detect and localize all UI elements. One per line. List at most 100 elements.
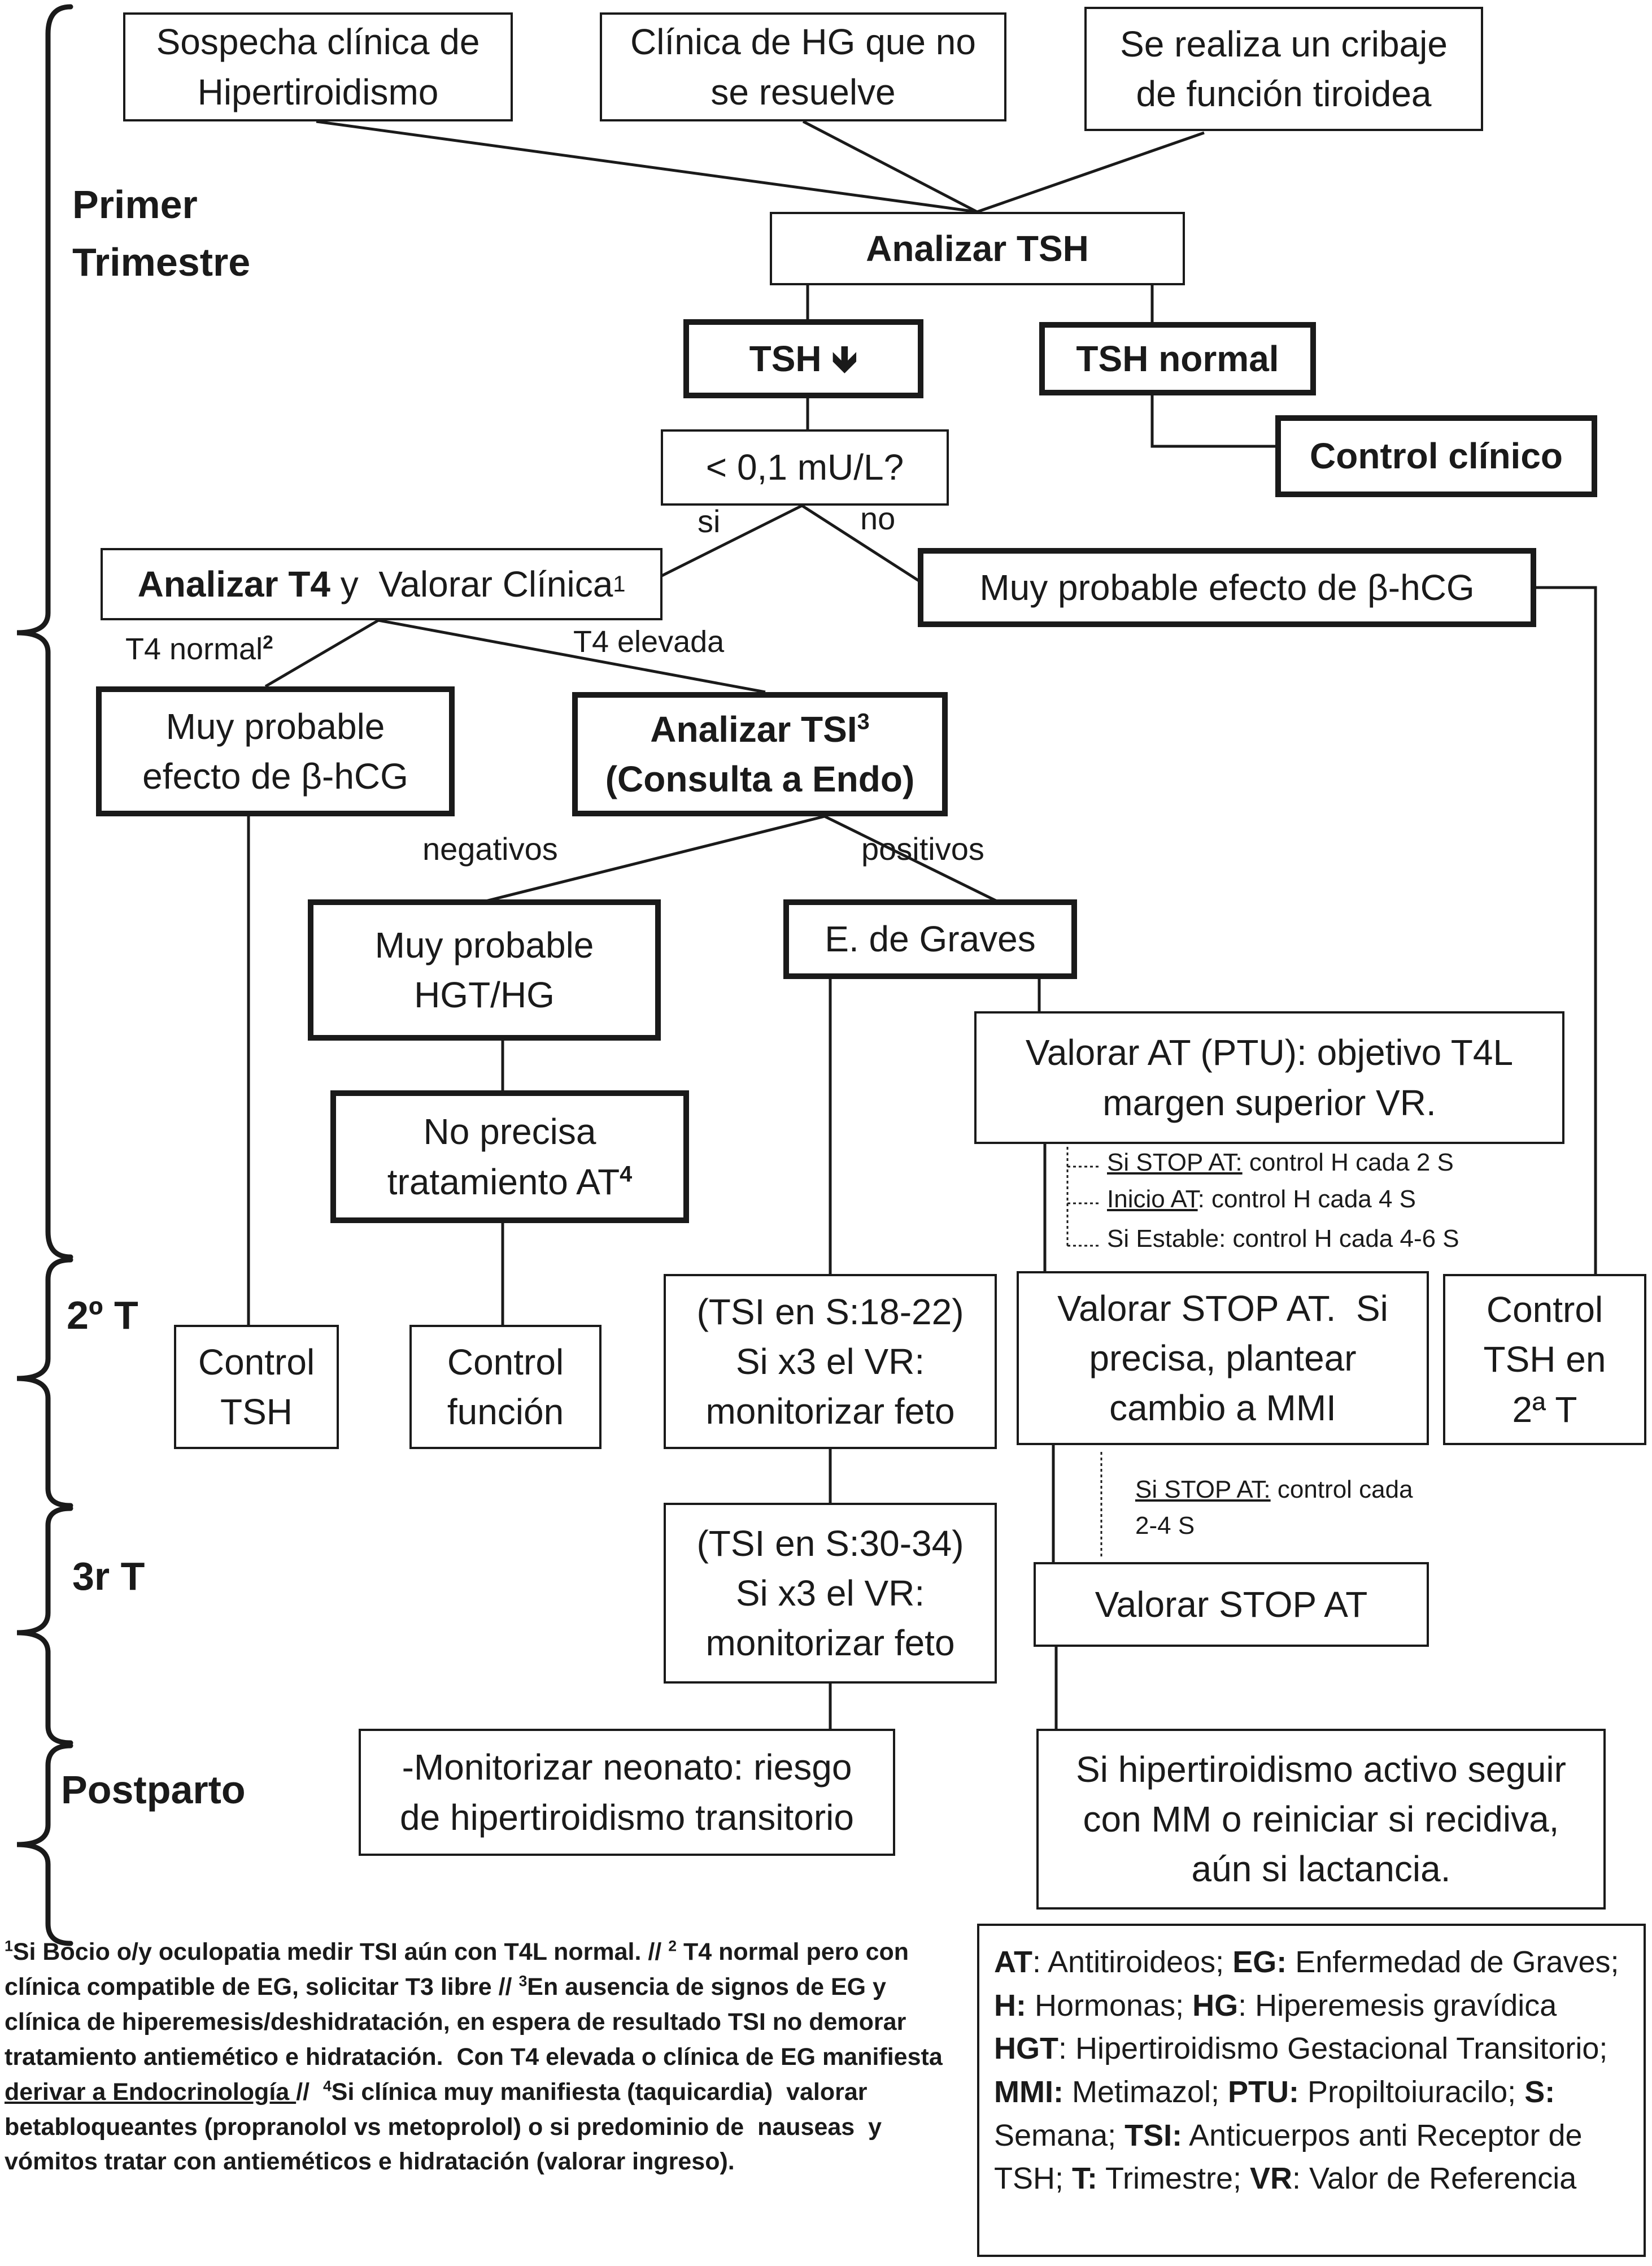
box-valorar-at: Valorar AT (PTU): objetivo T4L margen su… [974,1011,1564,1144]
box-graves: E. de Graves [783,899,1077,979]
sup: 3 [518,1972,528,1990]
note-si-stop-at: Si STOP AT: control H cada 2 S [1107,1149,1454,1177]
text-line: -Monitorizar neonato: riesgo [402,1747,852,1788]
box-sospecha-clinica: Sospecha clínica de Hipertiroidismo [123,12,513,121]
legend-abbr: VR [1250,2161,1293,2196]
note-si-stop-at-3t: Si STOP AT: control cada 2-4 S [1135,1472,1413,1544]
box-no-precisa-tratamiento: No precisa tratamiento AT4 [330,1090,689,1223]
text-line: tratamiento AT4 [387,1157,633,1207]
text-rest: control H cada 2 S [1242,1149,1454,1176]
label-positivos: positivos [861,831,984,867]
box-pregunta-tsh: < 0,1 mU/L? [661,429,949,506]
text-line: Hipertiroidismo [197,71,439,112]
text-line: monitorizar feto [705,1623,955,1664]
box-valorar-stop-at: Valorar STOP AT. Si precisa, plantear ca… [1017,1271,1429,1445]
footnotes: 1Si Bocio o/y oculopatia medir TSI aún c… [5,1935,959,2180]
text-line: de hipertiroidismo transitorio [400,1797,854,1838]
legend-abbr: EG: [1232,1945,1287,1979]
text-line: efecto de β-hCG [142,756,408,797]
text-line: Muy probable [374,924,594,965]
text-analizar-tsi: Analizar TSI3 [650,704,869,754]
box-cribaje: Se realiza un cribaje de función tiroide… [1084,7,1483,131]
text-line: Control [198,1341,315,1382]
text-tratamiento: tratamiento AT [387,1161,620,1202]
text-line: TSH en [1483,1339,1606,1380]
box-monitorizar-neonato: -Monitorizar neonato: riesgo de hipertir… [359,1729,895,1856]
text-line: Muy probable [165,706,385,747]
label-negativos: negativos [422,831,558,867]
legend-desc: Propiltoiuracilo; [1299,2075,1525,2110]
note-si-estable: Si Estable: control H cada 4-6 S [1107,1225,1459,1252]
footnote-ref-4: 4 [620,1162,633,1187]
text-rest: control cada [1270,1476,1413,1503]
box-muy-probable-hcg-right: Muy probable efecto de β-hCG [918,548,1536,627]
text-line: Control [447,1341,564,1382]
footnote-2: T4 normal pero con clínica compatible de… [5,1938,916,2000]
text-t4-normal: T4 normal [125,632,263,666]
legend-abbr: PTU: [1228,2075,1300,2110]
footnote-ref-3: 3 [857,709,870,734]
legend-desc: : Valor de Referencia [1292,2161,1577,2196]
text-u: Si STOP AT: [1135,1476,1271,1503]
legend-desc: : Antitiroideos; [1032,1945,1233,1979]
text-tsh: TSH [749,338,822,379]
label-t4-normal: T4 normal2 [125,632,273,667]
abbreviations-legend: AT: Antitiroideos; EG: Enfermedad de Gra… [977,1924,1646,2257]
text-valorar-clinica: y Valorar Clínica [330,563,613,604]
text-line: Valorar AT (PTU): objetivo T4L [1025,1032,1514,1073]
legend-desc: Enfermedad de Graves; [1287,1945,1628,1979]
legend-desc: Hormonas; [1026,1988,1193,2023]
box-tsh-bajo: TSH 🡻 [683,319,923,398]
sup: 1 [5,1937,13,1955]
footnote-4: Si clínica muy manifiesta (taquicardia) … [5,2078,888,2176]
legend-abbr: T: [1072,2161,1097,2196]
box-muy-probable-hgt-hg: Muy probable HGT/HG [308,899,661,1041]
text-consulta-endo: (Consulta a Endo) [605,759,915,799]
text-line: con MM o reiniciar si recidiva, [1083,1798,1559,1839]
box-analizar-tsh: Analizar TSH [770,212,1185,285]
footnote-3: En ausencia de signos de EG y clínica de… [5,1973,949,2071]
note-inicio-at: Inicio AT: control H cada 4 S [1107,1185,1416,1214]
box-tsh-normal: TSH normal [1039,322,1316,395]
stage-tercero: 3r T [72,1554,145,1598]
text-line: No precisa [423,1111,596,1152]
text-line: de función tiroidea [1136,73,1432,114]
legend-abbr: HG [1192,1988,1239,2023]
text-line: Valorar STOP AT. Si [1057,1288,1388,1329]
text-analizar-t4: Analizar T4 [137,563,331,604]
stage-primer-line2: Trimestre [72,240,251,284]
box-control-tsh: Control TSH [174,1325,339,1449]
text-line: monitorizar feto [705,1391,955,1432]
box-control-clinico: Control clínico [1275,415,1597,497]
text-line: Clínica de HG que no [630,21,976,63]
text-line: Si hipertiroidismo activo seguir [1076,1749,1566,1790]
text-u: Inicio AT [1107,1185,1198,1213]
legend-desc: Semana; [994,2075,1564,2152]
text-line: precisa, plantear [1089,1337,1357,1378]
stage-postparto: Postparto [61,1768,246,1812]
legend-abbr: MMI: [994,2075,1063,2110]
text-line: se resuelve [711,71,896,112]
label-t4-elevada: T4 elevada [573,625,725,659]
stage-primer-trimestre: Primer Trimestre [72,176,250,291]
text-line: Control [1486,1289,1603,1330]
text-line: TSH [220,1391,293,1432]
footnote-ref-2: 2 [263,632,273,653]
sup: 4 [322,2077,332,2095]
text-u: Si STOP AT: [1107,1149,1243,1176]
text-line: Se realiza un cribaje [1120,23,1448,64]
text-line: 2-4 S [1135,1511,1195,1539]
text-line: 2ª T [1512,1389,1577,1430]
box-tsi-18-22: (TSI en S:18-22) Si x3 el VR: monitoriza… [664,1274,997,1449]
footnote-separator: // [296,2078,323,2106]
text-line: Si x3 el VR: [735,1341,925,1382]
box-clinica-hg: Clínica de HG que no se resuelve [600,12,1006,121]
box-valorar-stop-at-3t: Valorar STOP AT [1034,1562,1429,1647]
box-hipertiroidismo-activo: Si hipertiroidismo activo seguir con MM … [1036,1729,1606,1910]
box-tsi-30-34: (TSI en S:30-34) Si x3 el VR: monitoriza… [664,1503,997,1684]
legend-abbr: HGT [994,2032,1058,2066]
legend-desc: : Hipertiroidismo Gestacional Transitori… [1058,2032,1616,2066]
stage-segundo: 2º T [67,1293,138,1337]
